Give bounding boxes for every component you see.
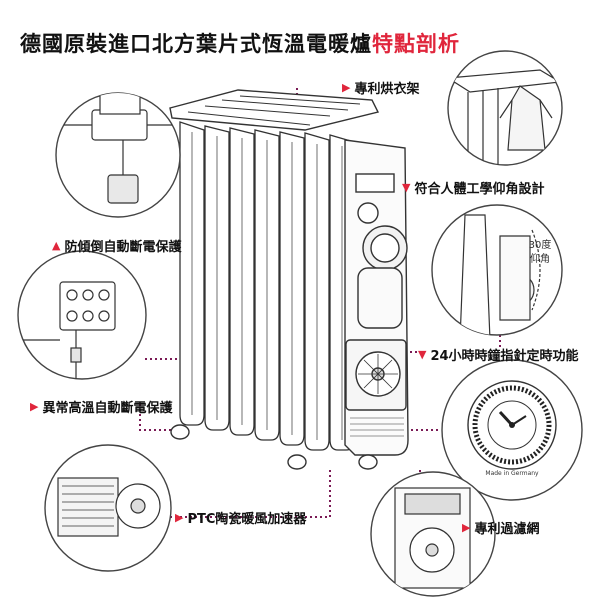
callout-timer: [441, 359, 583, 501]
feature-filter: ▶ 專利過濾網: [462, 521, 540, 537]
angle-label-1: 30度: [529, 238, 552, 251]
triangle-down-icon: ▼: [402, 181, 411, 194]
triangle-up-icon: ▲: [52, 239, 61, 252]
triangle-down-icon: ▼: [418, 348, 427, 361]
callout-tilt-switch: [55, 92, 181, 218]
triangle-right-icon: ▶: [462, 521, 471, 534]
callout-filter: [370, 471, 496, 597]
callout-ergonomic-angle: [431, 204, 563, 336]
angle-label-2: 仰角: [530, 253, 550, 265]
triangle-right-icon: ▶: [175, 511, 184, 524]
feature-dryer-rack: ▶ 專利烘衣架: [342, 81, 420, 97]
callout-terminals: [17, 250, 147, 380]
title-highlight: 特點剖析: [372, 32, 460, 56]
made-in-germany: Made in Germany: [485, 470, 539, 477]
feature-overheat-protect: ▶ 異常高溫自動斷電保護: [30, 400, 173, 416]
triangle-right-icon: ▶: [342, 81, 351, 94]
triangle-right-icon: ▶: [30, 400, 39, 413]
callout-drying-rack: [447, 50, 563, 166]
feature-tilt-protect: ▲ 防傾倒自動斷電保護: [52, 239, 182, 255]
title-main: 德國原裝進口北方葉片式恆溫電暖爐: [20, 32, 372, 56]
callout-ptc-fan: [44, 444, 172, 572]
radiator-illustration: [169, 89, 409, 470]
feature-timer: ▼ 24小時時鐘指針定時功能: [418, 348, 579, 364]
feature-ptc-fan: ▶ PTC陶瓷暖風加速器: [175, 511, 307, 527]
page-title: 德國原裝進口北方葉片式恆溫電暖爐特點剖析: [20, 28, 460, 58]
feature-ergonomic: ▼ 符合人體工學仰角設計: [402, 181, 545, 197]
